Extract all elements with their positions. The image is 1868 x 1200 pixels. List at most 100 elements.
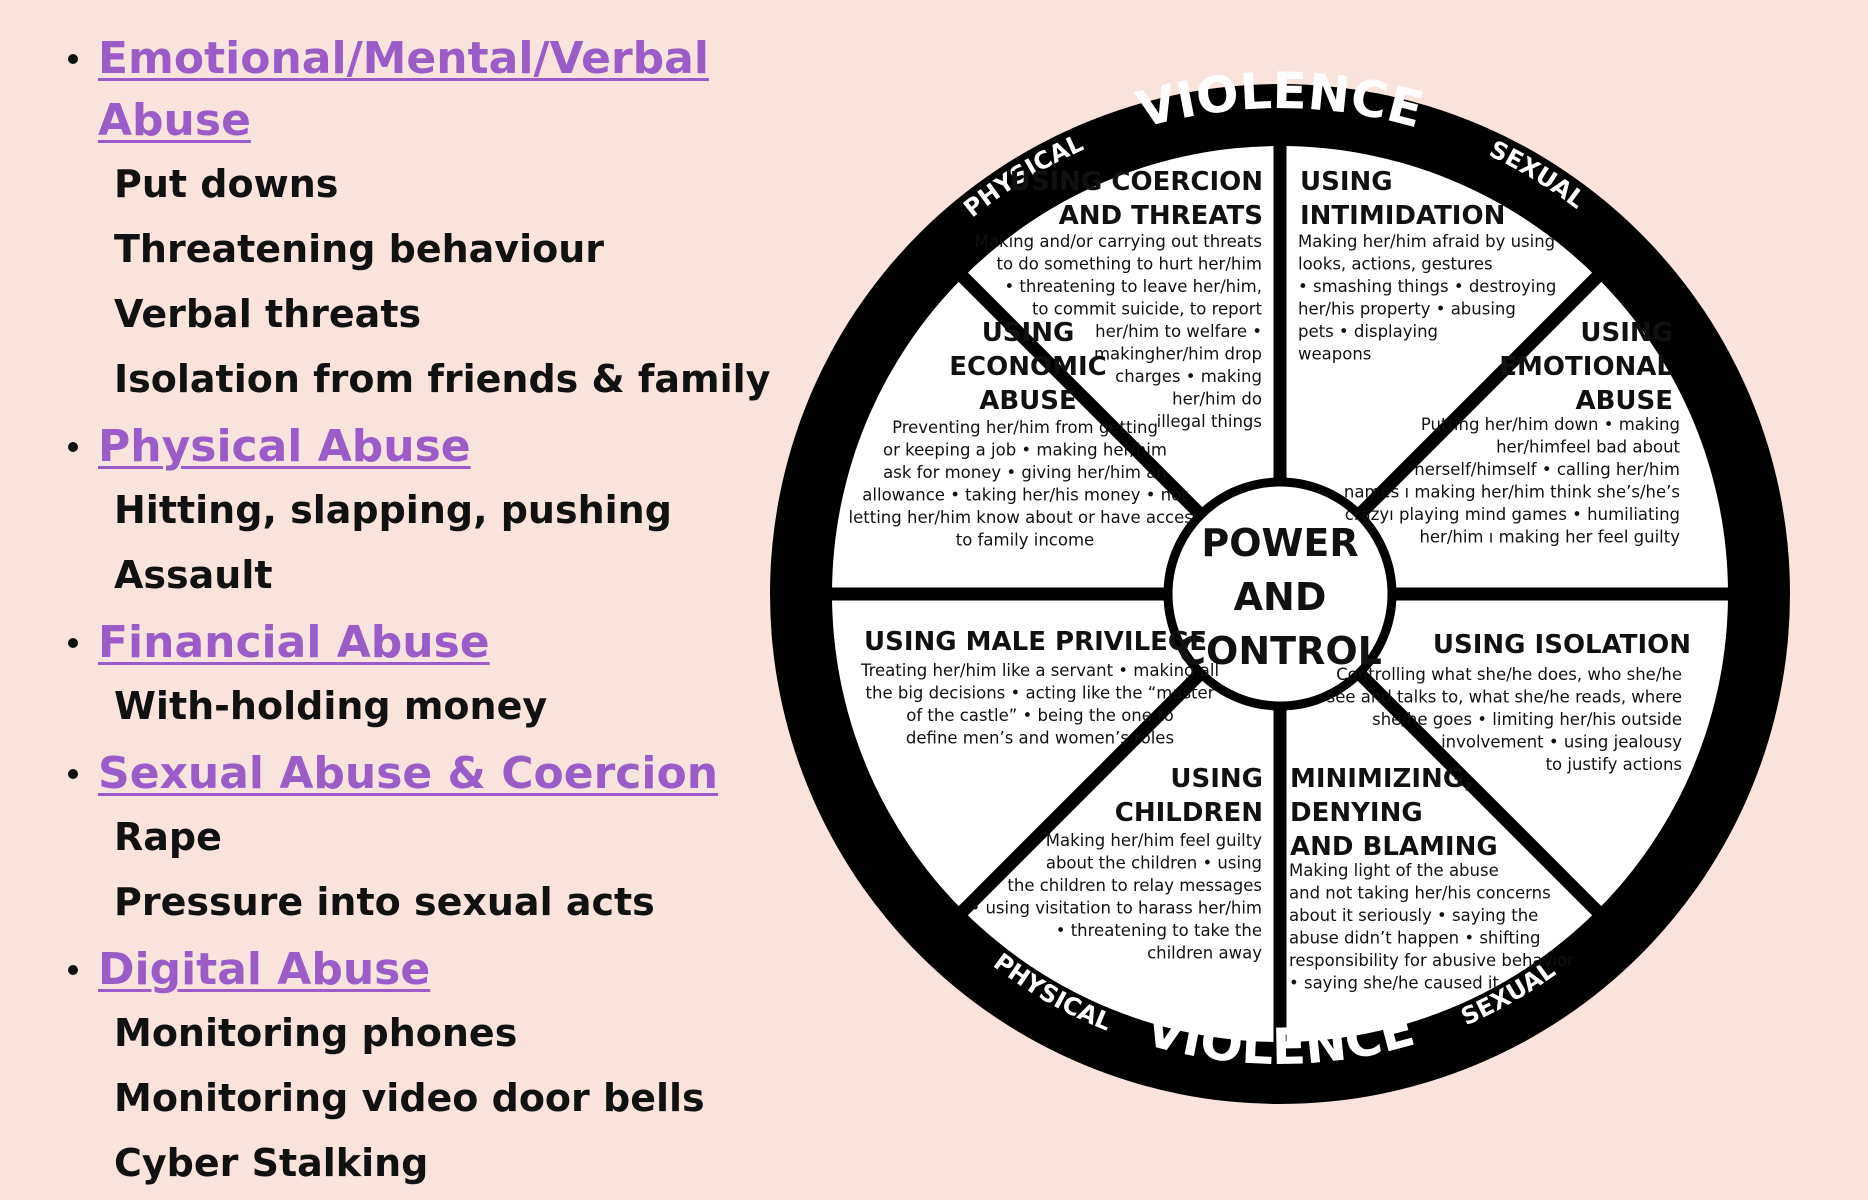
segment-text: see and talks to, what she/he reads, whe…: [1327, 688, 1682, 707]
segment-text: and not taking her/his concerns: [1289, 884, 1551, 903]
segment-text: • saying she/he caused it: [1289, 974, 1500, 993]
segment-text: Making her/him afraid by using: [1298, 232, 1555, 251]
segment-text: herself/himself • calling her/him: [1414, 460, 1680, 479]
list-item: Assault: [114, 553, 273, 597]
segment-title: CHILDREN: [1115, 798, 1263, 828]
category-link[interactable]: Financial Abuse: [60, 612, 780, 674]
segment-text: to family income: [956, 531, 1094, 550]
category-link[interactable]: Physical Abuse: [60, 416, 780, 478]
category-link[interactable]: Digital Abuse: [60, 939, 780, 1001]
segment-title: USING: [982, 318, 1075, 348]
segment-text: responsibility for abusive behavior: [1289, 951, 1574, 970]
segment-text: • using visitation to harass her/him: [970, 899, 1262, 918]
bullet-icon: [68, 965, 78, 975]
list-item: Threatening behaviour: [114, 227, 604, 271]
segment-text: about the children • using: [1046, 854, 1262, 873]
category-items: With-holding money: [60, 674, 780, 743]
segment-text: • threatening to leave her/him,: [1004, 277, 1262, 296]
category-title: Physical Abuse: [98, 421, 471, 472]
wheel-spoke: [1354, 668, 1605, 919]
segment-text: her/him do: [1172, 390, 1262, 409]
segment-text: define men’s and women’s roles: [906, 729, 1174, 748]
segment-title: DENYING: [1290, 798, 1423, 828]
segment-text: of the castle” • being the one to: [906, 706, 1173, 725]
segment-text: allowance • taking her/his money • not: [862, 486, 1188, 505]
segment-text: Preventing her/him from getting: [892, 418, 1158, 437]
segment-title: USING: [1580, 318, 1673, 348]
segment-text: weapons: [1298, 345, 1371, 364]
list-item: Monitoring video door bells: [114, 1076, 705, 1120]
category-title: Financial Abuse: [98, 617, 490, 668]
segment-text: makingher/him drop: [1094, 345, 1262, 364]
segment-title: INTIMIDATION: [1300, 201, 1505, 231]
hub-label: AND: [1234, 575, 1327, 619]
segment-title: USING MALE PRIVILEGE: [864, 627, 1207, 657]
segment-text: she/he goes • limiting her/his outside: [1372, 710, 1682, 729]
segment-title: EMOTIONAL: [1499, 352, 1673, 382]
category-link[interactable]: Emotional/Mental/Verbal Abuse: [60, 28, 780, 152]
hub-label: POWER: [1201, 521, 1358, 565]
wheel-spoke: [955, 668, 1206, 919]
segment-title: ABUSE: [979, 386, 1077, 416]
segment-text: the big decisions • acting like the “mas…: [866, 684, 1215, 703]
segment-text: Controlling what she/he does, who she/he: [1336, 665, 1682, 684]
segment-title: ECONOMIC: [949, 352, 1106, 382]
segment-text: her/himfeel bad about: [1496, 438, 1680, 457]
category-title: Sexual Abuse & Coercion: [98, 748, 719, 799]
segment-text: children away: [1147, 944, 1262, 963]
segment-text: or keeping a job • making her/him: [883, 441, 1167, 460]
segment-title: AND BLAMING: [1290, 832, 1498, 862]
category-title: Emotional/Mental/Verbal Abuse: [98, 33, 709, 146]
bullet-icon: [68, 442, 78, 452]
category-link[interactable]: Sexual Abuse & Coercion: [60, 743, 780, 805]
segment-title: ABUSE: [1575, 386, 1673, 416]
segment-7: USING ECONOMIC ABUSE Preventing her/him fro…: [849, 318, 1202, 550]
segment-5: USING CHILDREN Making her/him feel guilty a…: [970, 764, 1263, 963]
list-item: Cyber Stalking: [114, 1141, 429, 1185]
segment-text: Making her/him feel guilty: [1046, 831, 1262, 850]
segment-text: to commit suicide, to report: [1032, 300, 1263, 319]
segment-title: AND THREATS: [1059, 201, 1263, 231]
segment-text: her/him ı making her feel guilty: [1419, 528, 1680, 547]
segment-text: to justify actions: [1546, 755, 1682, 774]
segment-text: abuse didn’t happen • shifting: [1289, 929, 1540, 948]
segment-text: pets • displaying: [1298, 322, 1438, 341]
segment-3: USING ISOLATION Controlling what she/he d…: [1327, 630, 1691, 774]
list-item: Hitting, slapping, pushing: [114, 488, 672, 532]
hub-label: CONTROL: [1178, 629, 1382, 673]
segment-title: USING: [1170, 764, 1263, 794]
segment-text: involvement • using jealousy: [1441, 733, 1682, 752]
segment-text: crazyı playing mind games • humiliating: [1345, 505, 1680, 524]
list-item: Rape: [114, 815, 222, 859]
segment-text: looks, actions, gestures: [1298, 255, 1493, 274]
segment-title: USING ISOLATION: [1433, 630, 1691, 660]
bullet-icon: [68, 638, 78, 648]
bullet-icon: [68, 769, 78, 779]
segment-text: Making light of the abuse: [1289, 861, 1499, 880]
segment-text: • threatening to take the: [1056, 921, 1262, 940]
segment-text: illegal things: [1157, 412, 1262, 431]
segment-title: USING COERCION: [1010, 167, 1263, 197]
bullet-icon: [68, 54, 78, 64]
segment-text: charges • making: [1115, 367, 1262, 386]
list-item: Put downs: [114, 162, 339, 206]
segment-text: ask for money • giving her/him an: [883, 463, 1167, 482]
segment-text: the children to relay messages: [1007, 876, 1262, 895]
list-item: With-holding money: [114, 684, 548, 728]
list-item: Pressure into sexual acts: [114, 880, 655, 924]
list-item: Isolation from friends & family: [114, 357, 771, 401]
